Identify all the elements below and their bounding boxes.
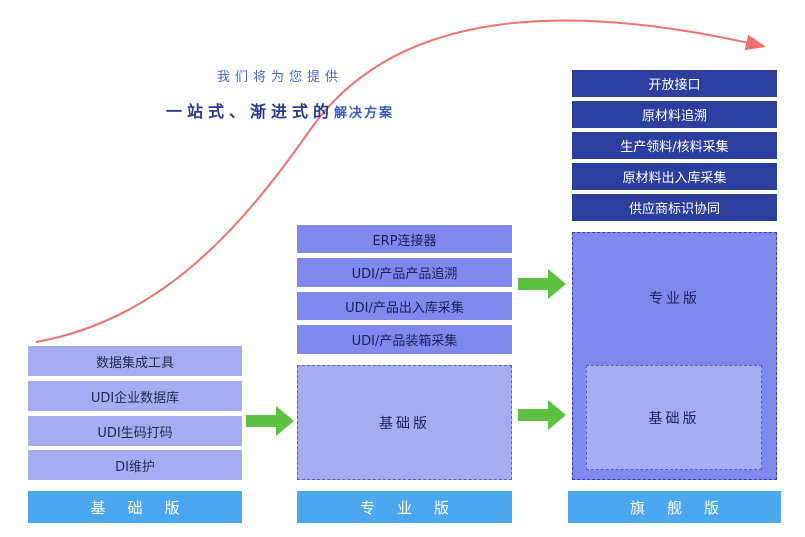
pro-footer: 专业版 — [297, 491, 512, 523]
growth-curve-line — [35, 19, 766, 343]
basic-item-2: UDI企业数据库 — [28, 381, 242, 411]
arrow-right-icon — [246, 406, 294, 436]
pro-item-1: ERP连接器 — [297, 225, 512, 253]
flagship-item-3: 生产领料/核料采集 — [572, 132, 777, 159]
arrow-right-icon-lower — [518, 400, 566, 430]
slogan-line-2: 一站式、渐进式的解决方案 — [166, 98, 466, 122]
flagship-item-1: 开放接口 — [572, 70, 777, 97]
basic-item-3: UDI生码打码 — [28, 416, 242, 446]
flagship-item-2: 原材料追溯 — [572, 101, 777, 128]
flagship-pro-label: 专业版 — [649, 291, 700, 307]
basic-footer: 基础版 — [28, 491, 242, 523]
arrow-right-icon-upper — [518, 269, 566, 299]
flagship-item-4: 原材料出入库采集 — [572, 163, 777, 190]
pro-item-2: UDI/产品产品追溯 — [297, 258, 512, 287]
basic-item-1: 数据集成工具 — [28, 346, 242, 376]
pro-item-4: UDI/产品装箱采集 — [297, 325, 512, 354]
basic-item-4: DI维护 — [28, 450, 242, 480]
slogan-line-1: 我们将为您提供 — [216, 70, 343, 85]
slogan-highlight: 解决方案 — [334, 106, 395, 121]
flagship-footer: 旗舰版 — [568, 491, 781, 523]
flagship-basic-box: 基础版 — [586, 365, 762, 470]
flagship-item-5: 供应商标识协同 — [572, 194, 777, 221]
pro-basic-box: 基础版 — [297, 365, 512, 480]
pro-item-3: UDI/产品出入库采集 — [297, 292, 512, 320]
slogan-main: 一站式、渐进式的 — [166, 102, 335, 121]
